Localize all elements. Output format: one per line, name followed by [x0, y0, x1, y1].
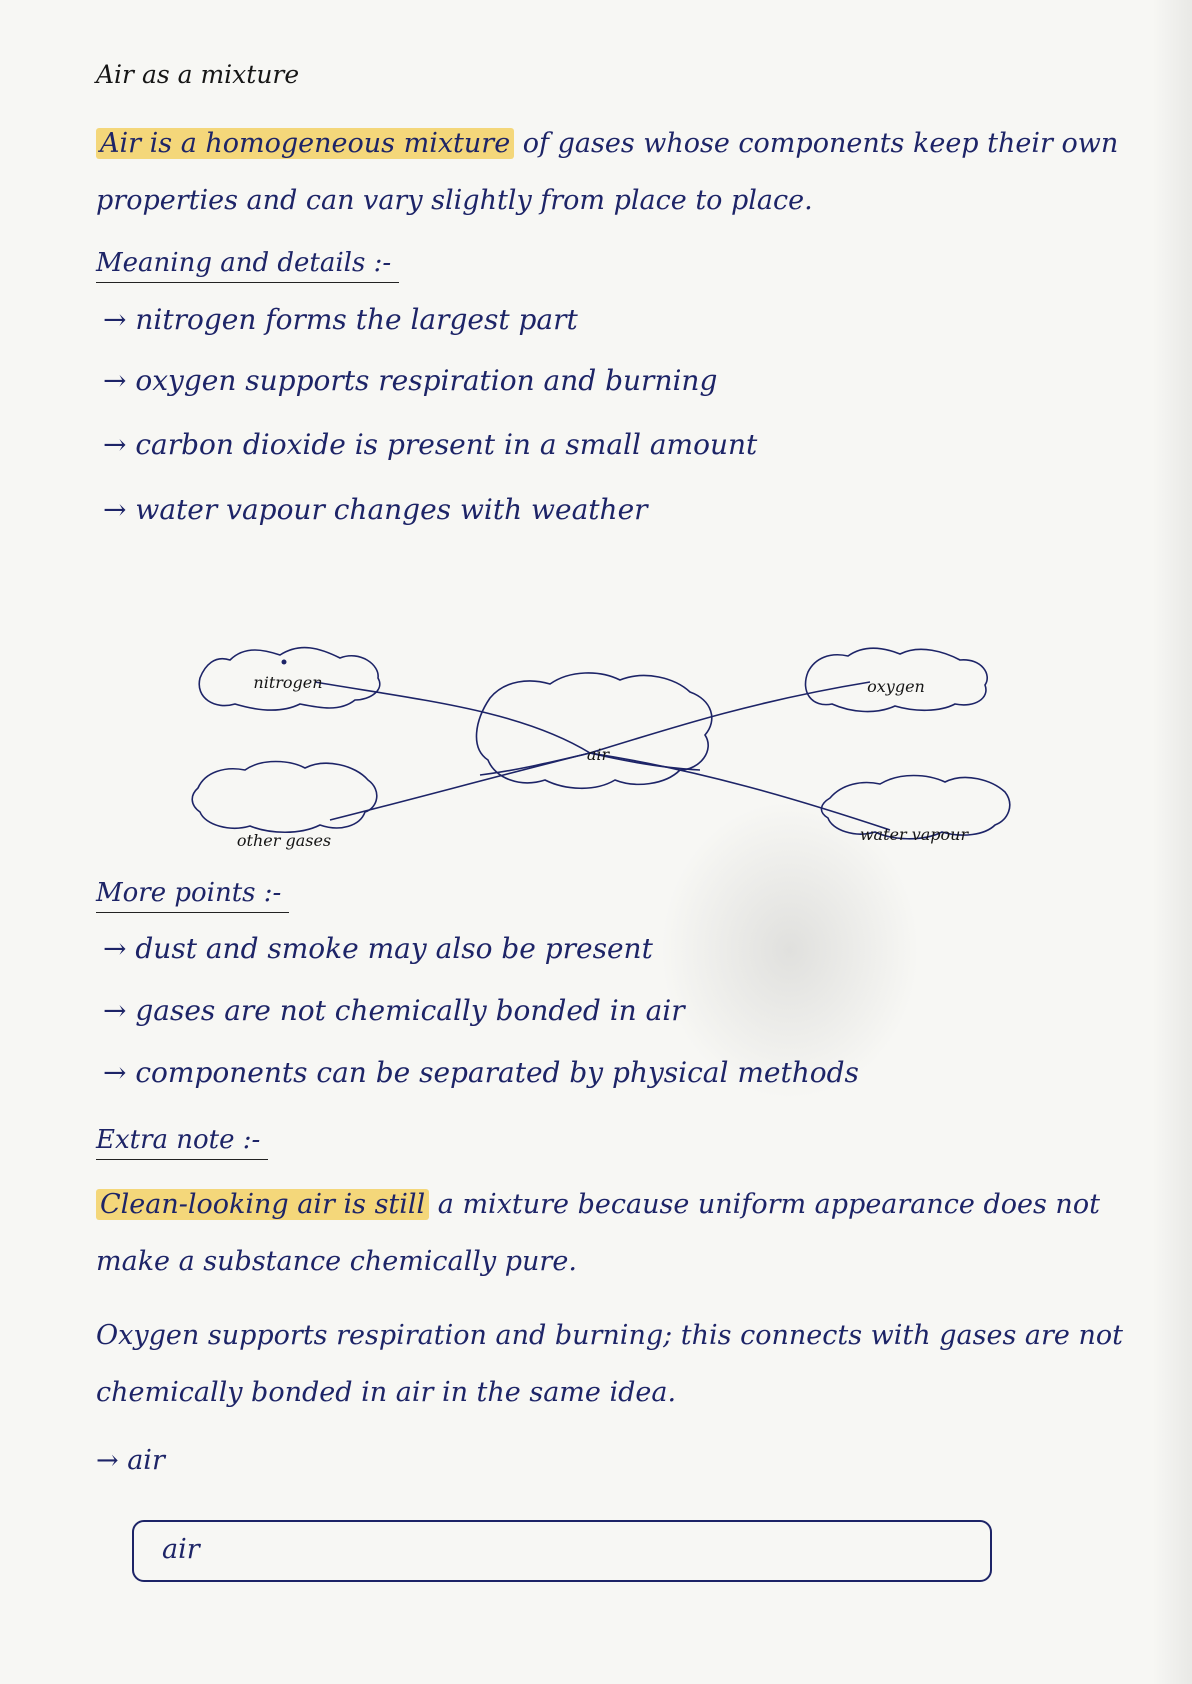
section-heading-extra-note: Extra note :- [96, 1125, 269, 1160]
cloud-other-gases [191, 760, 378, 833]
bullet-item: → carbon dioxide is present in a small a… [103, 428, 758, 461]
intro-highlight: Air is a homogeneous mixture [96, 128, 515, 159]
bullet-item: → oxygen supports respiration and burnin… [103, 364, 718, 397]
extra-note-highlight: Clean-looking air is still [96, 1189, 430, 1220]
page-title: Air as a mixture [96, 60, 300, 89]
intro-text: of gases whose components keep their own… [96, 128, 1119, 216]
answer-box-text: air [162, 1534, 200, 1565]
arrow-answer-line: → air [96, 1445, 165, 1476]
connector-nitrogen [314, 681, 701, 771]
air-mind-map: nitrogen oxygen air other gases water va… [191, 646, 1011, 850]
node-label-other-gases: other gases [237, 831, 331, 850]
node-label-air: air [587, 745, 611, 764]
bullet-item: → dust and smoke may also be present [103, 932, 653, 965]
cloud-nitrogen [198, 646, 381, 711]
ink-dot [281, 659, 287, 665]
connection-paragraph: Oxygen supports respiration and burning;… [96, 1320, 1123, 1408]
cloud-oxygen [804, 647, 988, 713]
bullet-item: → water vapour changes with weather [103, 493, 648, 526]
cloud-air [475, 672, 713, 790]
bullet-item: → components can be separated by physica… [103, 1056, 859, 1089]
extra-note-text: a mixture because uniform appearance doe… [96, 1189, 1100, 1277]
section-heading-meaning: Meaning and details :- [96, 248, 400, 283]
answer-box: air [132, 1520, 992, 1582]
bullet-item: → nitrogen forms the largest part [103, 303, 578, 336]
connector-other-gases [329, 752, 591, 821]
connector-water-vapour [589, 752, 891, 831]
cloud-water-vapour [820, 774, 1011, 840]
extra-note-paragraph: Clean-looking air is still a mixture bec… [96, 1176, 1141, 1290]
section-heading-more-points: More points :- [96, 878, 290, 913]
node-label-oxygen: oxygen [867, 677, 925, 696]
node-label-water-vapour: water vapour [860, 825, 970, 844]
connector-oxygen [479, 681, 871, 776]
node-label-nitrogen: nitrogen [253, 673, 322, 692]
intro-paragraph: Air is a homogeneous mixture of gases wh… [96, 115, 1136, 229]
bullet-item: → gases are not chemically bonded in air [103, 994, 685, 1027]
